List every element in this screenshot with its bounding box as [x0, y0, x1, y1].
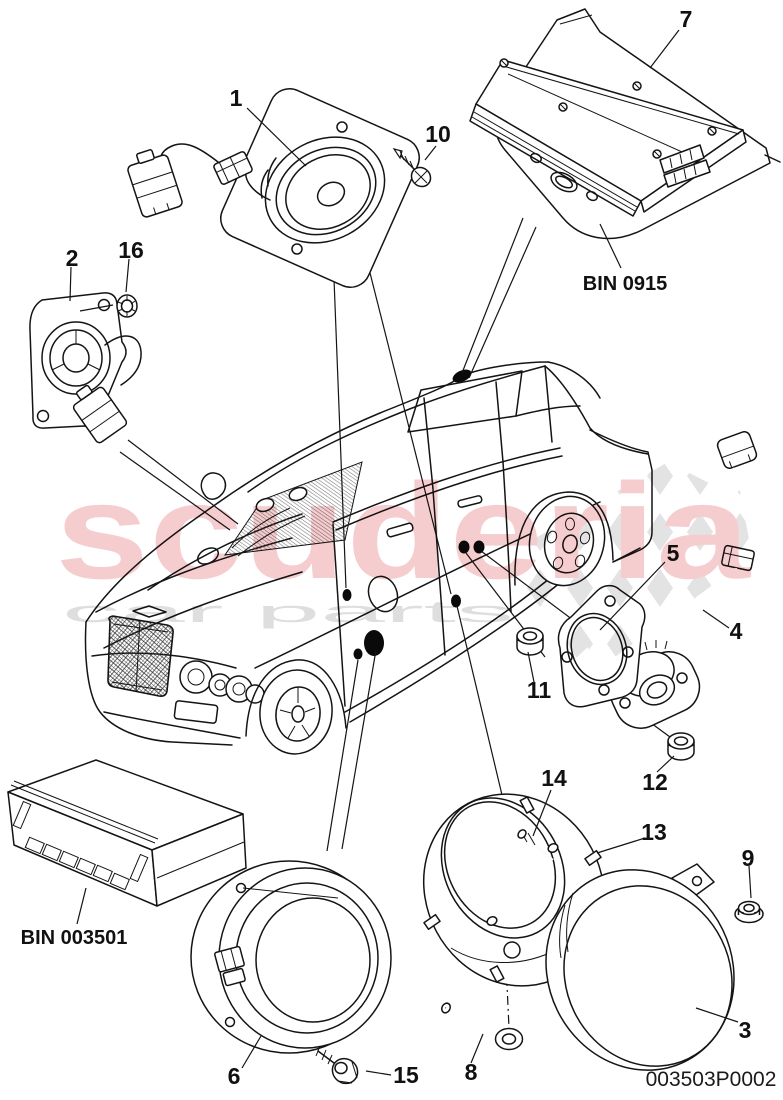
amplifier-screws	[499, 58, 717, 159]
callout-11: 11	[527, 677, 552, 703]
watermark-brand: scuderia	[55, 455, 752, 607]
part-amplifier	[469, 8, 781, 240]
watermark-tagline: car parts	[62, 594, 514, 629]
callout-16: 16	[118, 237, 144, 263]
part-tweeter	[29, 292, 142, 444]
callout-3: 3	[739, 1017, 752, 1043]
car-grille	[107, 605, 174, 697]
part-spring-clip	[79, 294, 138, 318]
amplifier-bin-label: BIN 0915	[583, 273, 668, 295]
part-front-door-speaker	[127, 88, 420, 288]
checkered-flag-band-1	[492, 462, 746, 658]
callout-2: 2	[66, 245, 79, 271]
callout-6: 6	[228, 1063, 241, 1089]
part-hex-nut-11	[516, 627, 544, 656]
part-flange-nut	[734, 900, 764, 924]
car-interior	[196, 461, 363, 565]
part-rear-speaker	[545, 863, 735, 1071]
speaker-position-dots	[342, 369, 485, 660]
part-wiring-harness	[666, 431, 758, 653]
callout-13: 13	[641, 819, 667, 845]
callout-12: 12	[642, 769, 668, 795]
checkered-flag-band-2	[560, 490, 752, 668]
part-subwoofer	[190, 860, 392, 1054]
head-unit-slots	[12, 800, 149, 891]
part-tapping-screw	[392, 148, 432, 188]
callout-8: 8	[465, 1059, 478, 1085]
callout-9: 9	[742, 845, 755, 871]
head-unit-bin-label: BIN 003501	[21, 927, 128, 949]
callout-10: 10	[425, 121, 451, 147]
part-retaining-pin	[517, 829, 554, 861]
callout-14: 14	[541, 765, 567, 791]
callout-1: 1	[230, 85, 243, 111]
part-hex-nut-12	[667, 732, 695, 761]
front-wheel	[245, 659, 347, 755]
callout-15: 15	[393, 1062, 419, 1088]
car-headlights	[179, 660, 265, 704]
drawing-number: 003503P0002	[646, 1068, 777, 1091]
head-unit	[7, 759, 247, 907]
amplifier-connectors	[659, 144, 781, 188]
callout-4: 4	[730, 618, 743, 644]
part-locating-pin	[441, 1002, 524, 1051]
callout-7: 7	[680, 6, 693, 32]
watermark: scuderia car parts	[55, 455, 752, 668]
part-socket-bolt	[315, 1045, 359, 1085]
